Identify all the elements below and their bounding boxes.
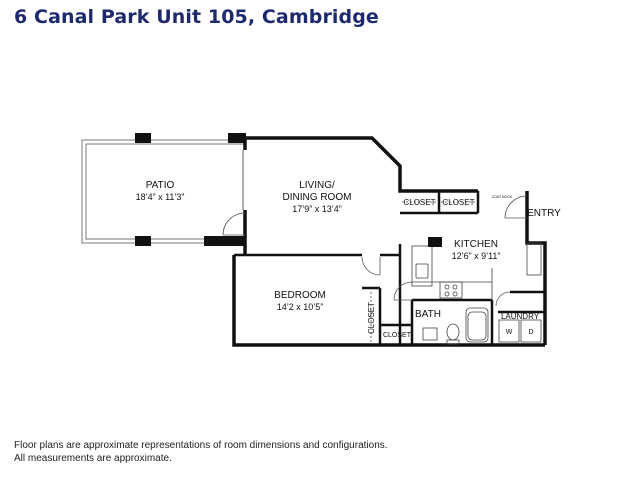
disclaimer-line-1: Floor plans are approximate representati…: [14, 440, 388, 451]
patio-outline: [81, 139, 245, 244]
patio-label: PATIO: [146, 180, 175, 191]
closet-label: CLOSET: [442, 198, 474, 207]
fixtures: [370, 201, 542, 345]
living-label-1: LIVING/: [299, 180, 335, 191]
living-label-2: DINING ROOM: [283, 192, 352, 203]
patio-post: [228, 133, 246, 143]
closet-vertical-label: CLOSET: [367, 302, 376, 334]
patio-post: [135, 133, 151, 143]
disclaimer-line-2: All measurements are approximate.: [14, 453, 172, 464]
interior-walls: [234, 191, 545, 345]
bath-label: BATH: [415, 309, 441, 320]
patio-post: [204, 236, 246, 246]
coat-nook-label: COAT NOOK: [492, 195, 513, 199]
washer-label: W: [506, 329, 513, 336]
dryer-label: D: [528, 329, 533, 336]
kitchen-label: KITCHEN: [454, 239, 498, 250]
bedroom-dims: 14’2 x 10’5”: [277, 302, 324, 312]
patio-dims: 18’4” x 11’3”: [136, 192, 185, 202]
entry-label: ENTRY: [527, 208, 561, 219]
living-dims: 17’9” x 13’4”: [292, 204, 342, 214]
door-swings: [222, 195, 528, 307]
kitchen-dims: 12’6” x 9’11”: [452, 251, 501, 261]
closet-label: CLOSET: [403, 198, 435, 207]
laundry-label: LAUNDRY: [501, 312, 540, 321]
exterior-walls: [232, 136, 547, 347]
patio-post: [135, 236, 151, 246]
kitchen-column: [428, 237, 442, 247]
closet-bath-label: CLOSET: [383, 332, 412, 339]
bedroom-label: BEDROOM: [274, 290, 326, 301]
page-title: 6 Canal Park Unit 105, Cambridge: [14, 6, 379, 28]
